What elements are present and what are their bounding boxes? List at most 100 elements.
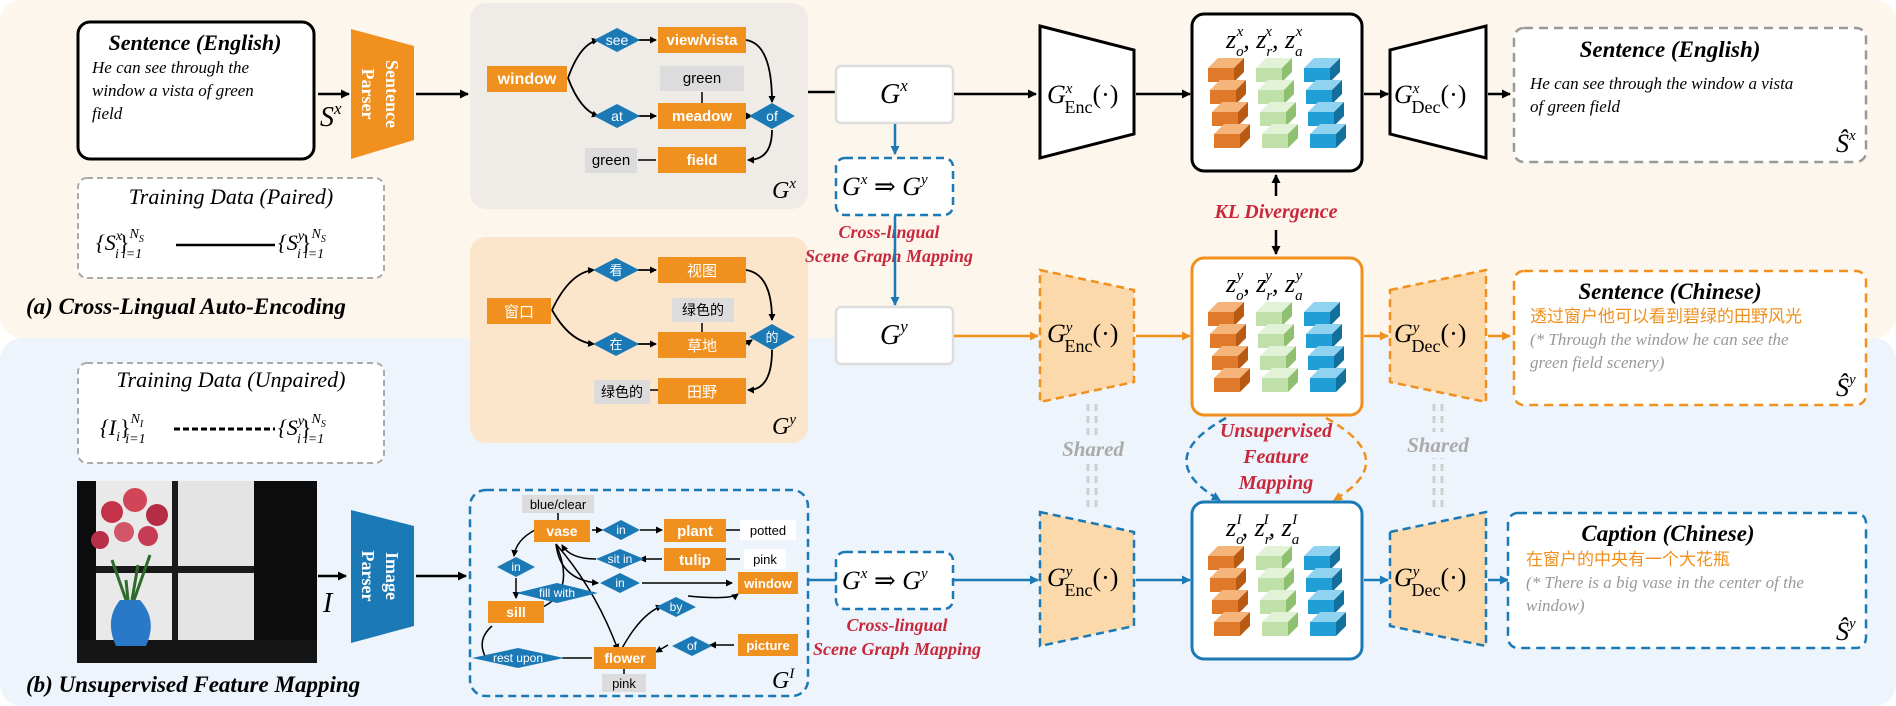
feature-cube-side — [1334, 346, 1344, 370]
input-sentence-symbol: Sx — [320, 99, 342, 133]
feature-cube-front — [1260, 112, 1286, 126]
node-green2-zh — [594, 380, 650, 404]
input-image-photo — [77, 481, 317, 663]
node-see-zh — [593, 258, 639, 282]
node-pink-1 — [744, 549, 786, 569]
image-symbol: I — [322, 588, 334, 619]
feature-cube-front — [1262, 134, 1288, 148]
feature-cube-top — [1260, 346, 1296, 356]
node-potted — [740, 520, 796, 540]
feature-cube-front — [1262, 378, 1288, 392]
feature-cube-top — [1208, 58, 1244, 68]
feature-cube-top — [1256, 58, 1292, 68]
feature-cube-side — [1330, 302, 1340, 326]
svg-text:田野: 田野 — [687, 384, 717, 401]
feature-cube-side — [1236, 80, 1246, 104]
feature-cube-side — [1282, 546, 1292, 570]
feature-cube-top — [1214, 124, 1250, 134]
feature-cube-front — [1258, 90, 1284, 104]
feature-cube-front — [1306, 334, 1332, 348]
feature-cube-top — [1214, 368, 1250, 378]
feature-cube-front — [1310, 622, 1336, 636]
feature-cube-front — [1262, 622, 1288, 636]
node-at-zh — [593, 332, 639, 356]
sentence-parser-block — [351, 29, 414, 159]
feature-cube-front — [1208, 68, 1234, 82]
feature-cube-side — [1236, 324, 1246, 348]
feature-cube-top — [1256, 546, 1292, 556]
svg-text:by: by — [670, 600, 683, 614]
mapping-top-formula: Gx ⇒ Gy — [842, 172, 928, 201]
svg-text:picture: picture — [746, 638, 789, 653]
node-tulip — [664, 548, 726, 571]
kl-divergence-label: KL Divergence — [1213, 201, 1337, 223]
node-plant — [664, 519, 726, 542]
node-by — [656, 597, 696, 617]
svg-text:视图: 视图 — [687, 263, 717, 280]
svg-text:的: 的 — [765, 330, 778, 345]
node-in-1 — [602, 520, 640, 540]
feature-cube-front — [1308, 600, 1334, 614]
svg-text:green: green — [592, 152, 630, 169]
feature-top-label: zox, zrx, zax — [1225, 24, 1303, 60]
feature-cube-side — [1240, 124, 1250, 148]
feature-cube-top — [1212, 102, 1248, 112]
output-zh-line-2: green field scenery) — [1530, 353, 1665, 372]
svg-text:绿色的: 绿色的 — [682, 302, 724, 318]
unsupervised-label-3: Mapping — [1238, 472, 1313, 494]
feature-cube-top — [1306, 324, 1342, 334]
feature-mid-label: zoy, zry, zay — [1225, 268, 1303, 304]
mapping-bottom-box — [834, 550, 955, 611]
svg-text:sit in: sit in — [608, 552, 633, 566]
svg-text:window: window — [497, 71, 557, 88]
output-caption-title: Caption (Chinese) — [1581, 521, 1754, 546]
gy-box-label: Gy — [880, 317, 908, 351]
feature-cube-top — [1310, 368, 1346, 378]
feature-cube-front — [1310, 134, 1336, 148]
svg-text:fill with: fill with — [539, 586, 575, 600]
feature-cube-top — [1310, 124, 1346, 134]
node-of — [749, 103, 795, 129]
feature-cube-front — [1214, 378, 1240, 392]
feature-cube-side — [1332, 568, 1342, 592]
feature-cube-top — [1208, 546, 1244, 556]
unsupervised-label-1: Unsupervised — [1220, 420, 1333, 442]
feature-cube-side — [1288, 368, 1298, 392]
feature-cube-side — [1332, 324, 1342, 348]
node-sitin — [596, 549, 644, 569]
feature-cube-top — [1210, 324, 1246, 334]
output-zh-symbol: Ŝy — [1836, 372, 1856, 402]
feature-cube-top — [1212, 346, 1248, 356]
feature-cube-top — [1308, 590, 1344, 600]
feature-cube-front — [1210, 578, 1236, 592]
gx-box-label: Gx — [880, 76, 908, 110]
feature-cube-side — [1238, 346, 1248, 370]
feature-cubes — [1208, 58, 1346, 636]
input-sentence-line-2: window a vista of green — [92, 81, 254, 100]
node-meadow-zh — [658, 332, 746, 358]
node-sill — [488, 601, 544, 623]
feature-cube-top — [1258, 80, 1294, 90]
svg-text:in: in — [615, 576, 624, 590]
feature-cube-top — [1258, 324, 1294, 334]
output-caption-box — [1506, 511, 1868, 650]
feature-cube-side — [1332, 80, 1342, 104]
svg-text:plant: plant — [677, 523, 713, 540]
feature-cube-side — [1236, 568, 1246, 592]
svg-text:meadow: meadow — [672, 108, 732, 125]
feature-cube-side — [1334, 590, 1344, 614]
feature-cube-front — [1260, 600, 1286, 614]
svg-text:window: window — [743, 576, 793, 591]
node-view — [658, 27, 746, 53]
